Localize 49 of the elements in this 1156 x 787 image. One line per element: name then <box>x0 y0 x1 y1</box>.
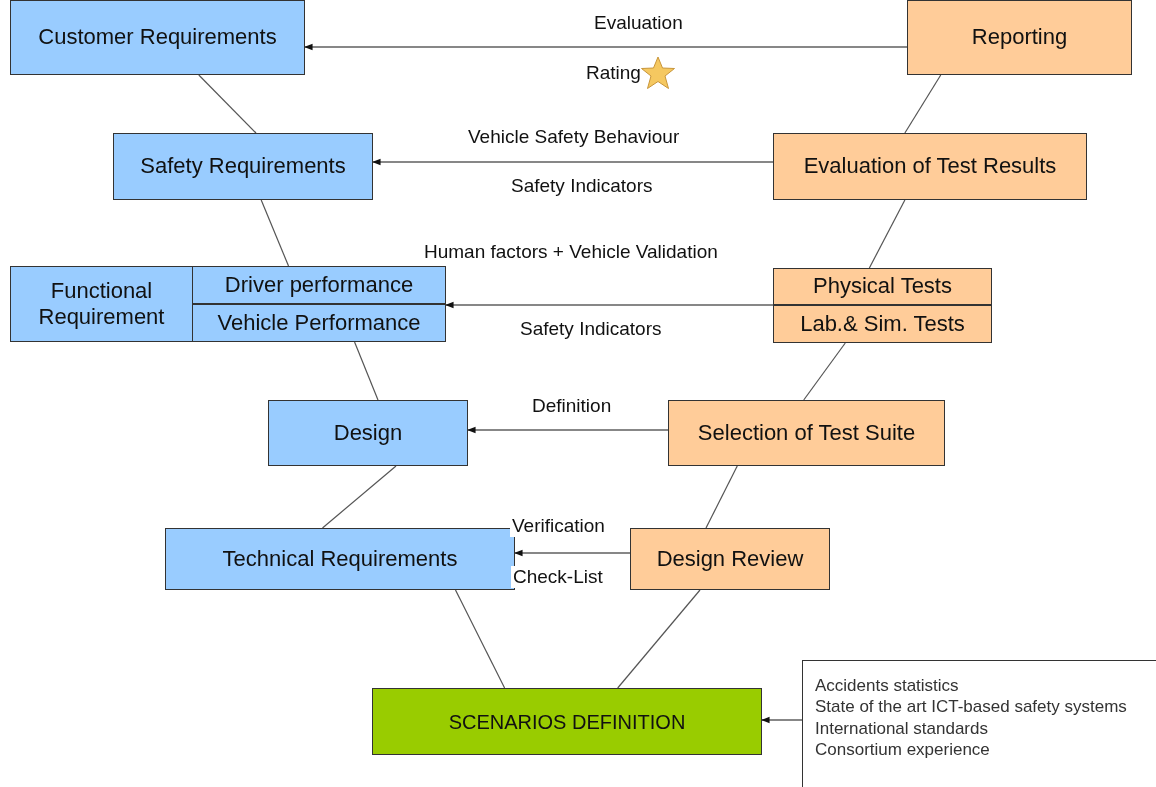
box-label: Design <box>333 419 403 447</box>
arrow <box>372 158 774 166</box>
test-box <box>773 133 1087 200</box>
connector-line <box>454 589 506 689</box>
test-box <box>668 400 945 466</box>
box-label: Selection of Test Suite <box>697 419 916 447</box>
box-label: Vehicle Performance <box>217 309 421 337</box>
box-label: Safety Requirements <box>140 153 346 180</box>
connector-line <box>260 199 290 267</box>
test-box <box>773 305 992 343</box>
connector-line <box>353 341 379 401</box>
connector-line <box>803 342 846 401</box>
box-label: Evaluation of Test Results <box>803 153 1057 180</box>
connector-line <box>904 74 942 134</box>
box-label: Customer Requirements <box>38 24 277 51</box>
requirement-box <box>268 400 468 466</box>
box-label: Functional Requirement <box>37 277 166 331</box>
connector-line <box>321 465 397 529</box>
input-list-box <box>802 660 1156 787</box>
arrow <box>514 549 631 557</box>
connector-line <box>198 74 257 134</box>
connector-line <box>868 199 906 269</box>
box-label: Reporting <box>971 24 1068 51</box>
input-item: State of the art ICT-based safety systems <box>815 696 1127 718</box>
arrow <box>467 426 669 434</box>
arrow <box>445 301 774 309</box>
input-item: International standards <box>815 717 988 739</box>
box-label: Physical Tests <box>813 273 952 300</box>
requirement-box <box>10 0 305 75</box>
requirement-box <box>10 266 193 342</box>
requirement-box <box>113 133 373 200</box>
test-box <box>630 528 830 590</box>
connector-line <box>617 589 701 689</box>
requirement-box <box>192 304 446 342</box>
text-label: Check-List <box>511 566 605 588</box>
test-box <box>907 0 1132 75</box>
box-label: Technical Requirements <box>222 545 458 573</box>
test-box <box>773 268 992 305</box>
box-label: Driver performance <box>224 271 414 299</box>
connector-line <box>705 465 738 529</box>
box-label: Design Review <box>656 545 804 573</box>
requirement-box <box>192 266 446 304</box>
arrow <box>304 43 908 51</box>
arrow <box>761 716 803 724</box>
input-item: Consortium experience <box>815 738 990 760</box>
box-label: SCENARIOS DEFINITION <box>448 709 686 734</box>
scenario-box <box>372 688 762 755</box>
box-label: Lab.& Sim. Tests <box>800 310 965 338</box>
input-item: Accidents statistics <box>815 675 959 697</box>
